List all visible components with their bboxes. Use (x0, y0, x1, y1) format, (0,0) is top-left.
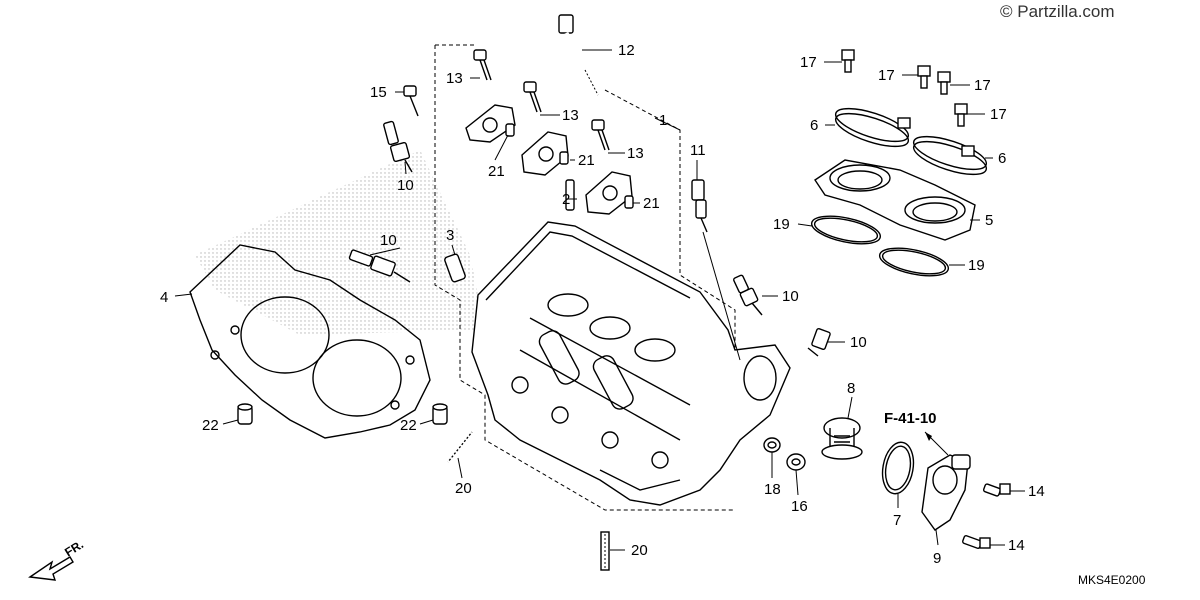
dowel-pin-21b (559, 151, 569, 165)
callout-11: 11 (690, 142, 706, 159)
callout-1: 1 (659, 112, 667, 129)
bolt-17d (954, 103, 968, 127)
mating-surface-shading (195, 150, 485, 335)
holder-bolt-13a (473, 49, 492, 81)
callout-20-b: 20 (631, 542, 648, 559)
callout-21-b: 21 (488, 163, 505, 180)
cover-bolt-lower (962, 535, 991, 549)
callout-8: 8 (847, 380, 855, 397)
callout-4: 4 (160, 289, 168, 306)
dowel-pin-left (237, 403, 253, 425)
assembly-frame-left (434, 45, 735, 511)
hose-band-right (912, 135, 988, 176)
temperature-sensor (807, 328, 831, 357)
callout-10-d: 10 (850, 334, 867, 351)
assembly-frame-right (604, 89, 736, 370)
plug-bolt (786, 453, 806, 471)
callout-10-c: 10 (782, 288, 799, 305)
bolt-15 (403, 85, 419, 117)
spark-plug-middle (348, 249, 411, 283)
callout-14-a: 14 (1028, 483, 1045, 500)
callout-17-b: 17 (878, 67, 895, 84)
callout-22-a: 22 (202, 417, 219, 434)
callout-6-a: 6 (810, 117, 818, 134)
dowel-pin-right (432, 403, 448, 425)
callout-10-b: 10 (380, 232, 397, 249)
cylinder-head-gasket (189, 244, 431, 439)
callout-14-b: 14 (1008, 537, 1025, 554)
spark-plug-upper (383, 120, 413, 173)
holder-pin (565, 179, 575, 211)
dowel-pin-21a (505, 123, 515, 137)
callout-7: 7 (893, 512, 901, 529)
callout-5: 5 (985, 212, 993, 229)
intake-insulator (814, 159, 976, 241)
callout-13-c: 13 (627, 145, 644, 162)
spark-plug-right (733, 274, 763, 316)
thermostat-cover (921, 454, 971, 531)
bolt-17c (937, 71, 951, 95)
callout-9: 9 (933, 550, 941, 567)
callout-21-a: 21 (578, 152, 595, 169)
cover-bolt-upper (982, 483, 1011, 497)
bolt-17a (841, 49, 855, 73)
callout-17-d: 17 (990, 106, 1007, 123)
callout-19-b: 19 (968, 257, 985, 274)
leader-lines (174, 49, 1025, 551)
o-ring-left (810, 215, 882, 245)
reference-label: F-41-10 (884, 410, 937, 427)
callout-10-a: 10 (397, 177, 414, 194)
o-ring-right (878, 247, 950, 277)
callout-3: 3 (446, 227, 454, 244)
front-direction-arrow (28, 556, 74, 581)
callout-17-a: 17 (800, 54, 817, 71)
callout-19-a: 19 (773, 216, 790, 233)
diagram-code: MKS4E0200 (1078, 573, 1146, 587)
callout-12: 12 (618, 42, 635, 59)
callout-13-a: 13 (446, 70, 463, 87)
sensor-11 (691, 179, 708, 233)
callout-2: 2 (562, 191, 570, 208)
callout-15: 15 (370, 84, 387, 101)
callout-20-a: 20 (455, 480, 472, 497)
direction-label: FR. (62, 537, 86, 559)
callout-13-b: 13 (562, 107, 579, 124)
bolt-17b (917, 65, 931, 89)
callout-6-b: 6 (998, 150, 1006, 167)
callout-21-c: 21 (643, 195, 660, 212)
callout-16: 16 (791, 498, 808, 515)
stud-bolt-lower (600, 531, 610, 571)
thermostat (821, 417, 863, 460)
callout-22-b: 22 (400, 417, 417, 434)
thermostat-o-ring (881, 441, 915, 495)
watermark-text: © Partzilla.com (1000, 2, 1115, 21)
cylinder-head-body (471, 221, 791, 506)
hose-band-left (834, 107, 911, 148)
collar (444, 253, 466, 283)
callout-labels: 12 13 13 13 15 1 21 21 21 2 3 10 10 4 22… (62, 42, 1146, 587)
camshaft-holder-1 (465, 104, 516, 143)
holder-bolt-13b (523, 81, 542, 113)
holder-bolt-13c (591, 119, 610, 151)
stud-bolt-upper (447, 431, 473, 463)
callout-17-c: 17 (974, 77, 991, 94)
dowel-pin-21c (624, 195, 634, 209)
head-bolt-long (558, 14, 601, 97)
callout-18: 18 (764, 481, 781, 498)
sealing-washer (763, 437, 781, 453)
